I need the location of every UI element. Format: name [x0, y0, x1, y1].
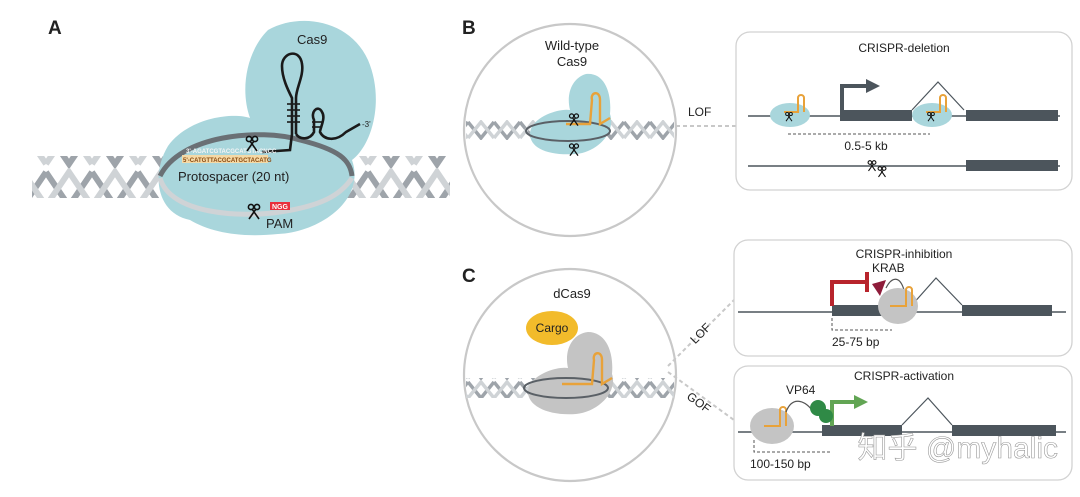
cargo-label: Cargo: [536, 321, 569, 335]
activator-arrowhead: [854, 395, 868, 409]
activation-intron: [901, 397, 953, 426]
target-strand-a: [157, 132, 355, 178]
dcas9-label: dCas9: [553, 286, 591, 301]
pam-sequence: NGG: [272, 204, 289, 211]
guide-small-inhibition: [890, 286, 913, 307]
guide-small-activation: [764, 406, 787, 427]
guide-rna-c: [562, 352, 613, 387]
promoter-arrow-b: [840, 84, 868, 110]
protospacer-label: Protospacer (20 nt): [178, 169, 289, 184]
three-prime-label: -3': [362, 120, 371, 129]
inhibition-distance: 25-75 bp: [832, 335, 880, 349]
deletion-distance: 0.5-5 kb: [844, 139, 888, 153]
guide-small-2: [926, 94, 947, 113]
guide-rna-a: [261, 52, 361, 154]
vp64-tether: [785, 400, 813, 413]
guide-highlight: [182, 155, 268, 163]
pam-highlight: [270, 202, 290, 210]
wildtype-label: Wild-type: [545, 38, 599, 53]
guide-rna-b: [566, 92, 611, 127]
krab-tether: [885, 278, 905, 291]
panel-c-letter: C: [462, 266, 476, 287]
exon-2-remaining: [966, 160, 1058, 171]
wildtype-cas9-label: Cas9: [557, 54, 587, 69]
inhibition-distance-line: [831, 318, 892, 331]
panel-c: C dCas9 Cargo LOF GOF CRISPR-inhibition …: [462, 239, 1073, 483]
repressor-arrow: [830, 280, 866, 306]
panel-b-letter: B: [462, 18, 476, 39]
watermark: 知乎 @myhalic: [858, 432, 1058, 465]
non-target-strand-a: [157, 176, 355, 217]
activation-distance-line: [753, 440, 830, 453]
guide-sequence: 5'-CATGTTACGCATGCTACATG: [183, 158, 272, 164]
panel-a: A Cas9 -3' 3'-AGATCGTACGCATGTACNCC 5': [32, 18, 450, 236]
inhibition-exon-2: [962, 305, 1052, 316]
krab-domain: [872, 280, 886, 296]
dna-bubble-c: [523, 377, 609, 399]
gof-label-c: GOF: [684, 389, 713, 416]
intron-connector: [911, 81, 965, 111]
lof-label-b: LOF: [688, 105, 711, 119]
exon-1: [840, 110, 912, 121]
lof-link-c: [667, 299, 735, 367]
dna-bubble-b: [525, 120, 611, 142]
cargo-blob: [526, 311, 578, 345]
pam-label: PAM: [266, 216, 293, 231]
activation-exon-1: [822, 425, 902, 436]
dcas9-protein: [528, 332, 614, 415]
panel-b: B Wild-type Cas9 LOF CRISPR-deletion 0.5…: [462, 18, 1073, 238]
exon-2: [966, 110, 1058, 121]
inhibition-intron: [911, 277, 963, 306]
cas9-label-a: Cas9: [297, 32, 327, 47]
activation-exon-2: [952, 425, 1056, 436]
deletion-title: CRISPR-deletion: [858, 41, 949, 55]
vp64-label: VP64: [786, 383, 816, 397]
cas9-protein-a: [158, 20, 376, 236]
guide-small-1: [784, 94, 805, 113]
inhibition-exon-1: [832, 305, 912, 316]
krab-label: KRAB: [872, 261, 905, 275]
target-sequence: 3'-AGATCGTACGCATGTACNCC: [186, 149, 277, 155]
panel-a-letter: A: [48, 18, 62, 39]
promoter-arrowhead-b: [866, 79, 880, 93]
inhibition-title: CRISPR-inhibition: [856, 247, 953, 261]
activation-distance: 100-150 bp: [750, 457, 811, 471]
vp64-domain: [819, 409, 833, 423]
activation-title: CRISPR-activation: [854, 369, 954, 383]
